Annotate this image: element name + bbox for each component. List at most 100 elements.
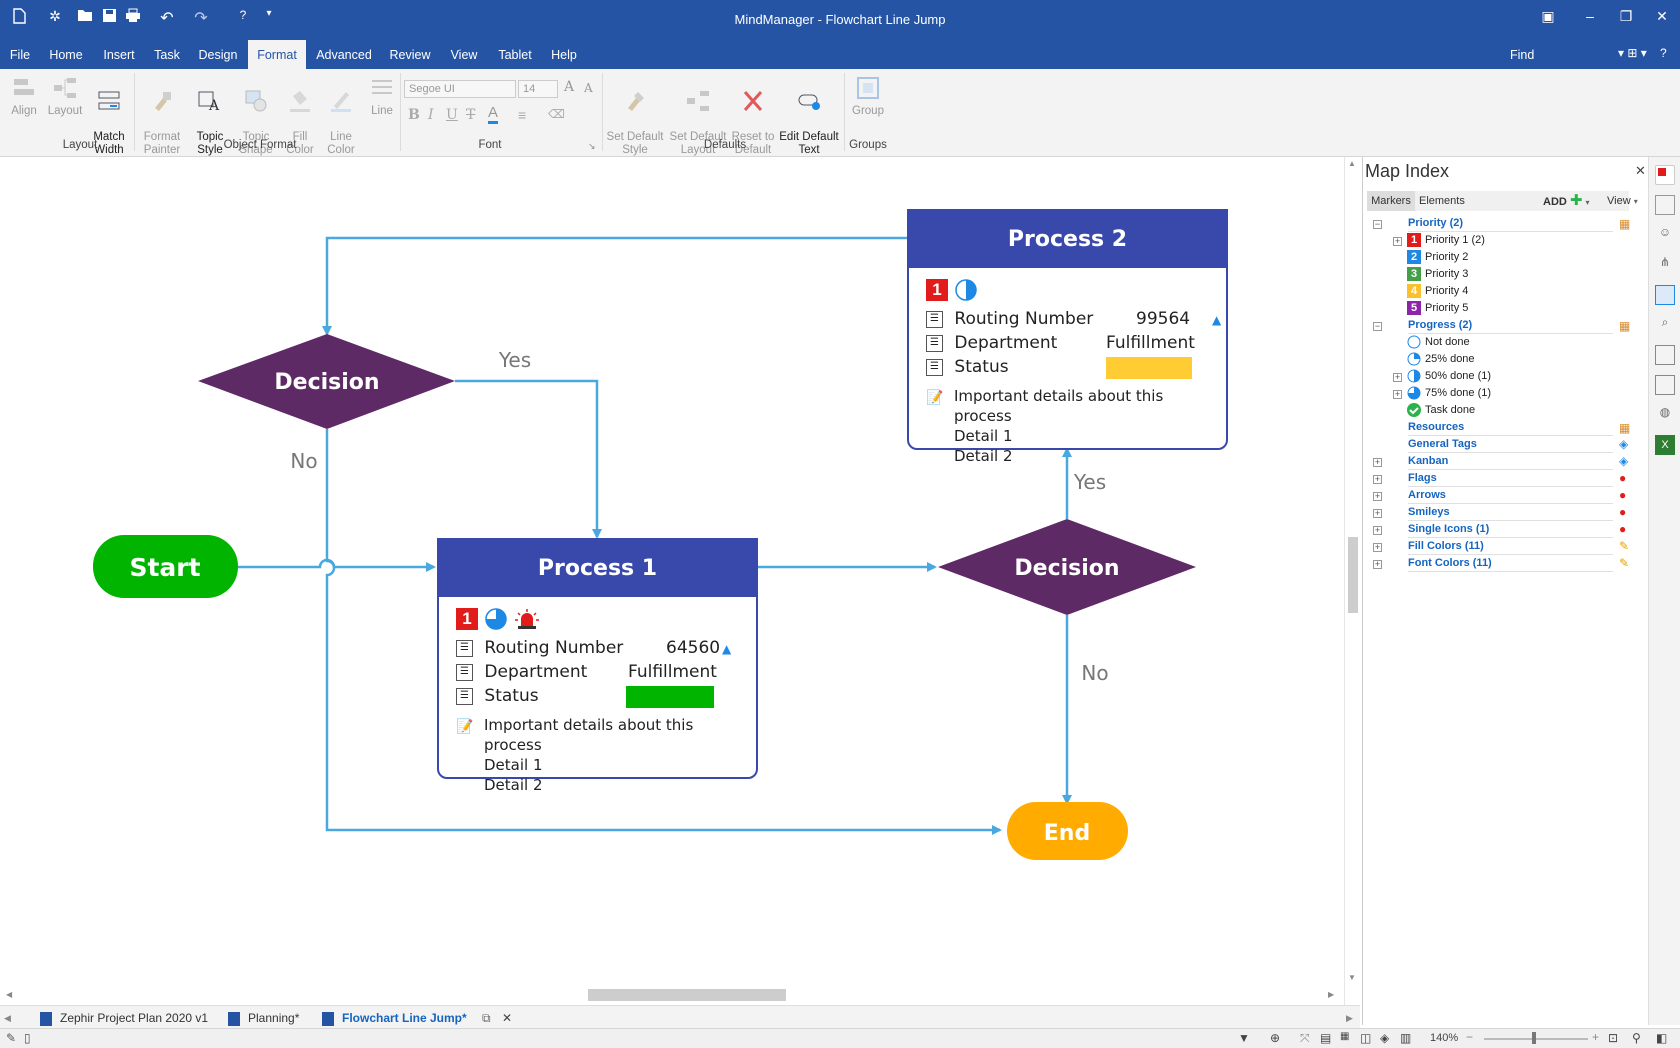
float-tab-icon[interactable]: ⧉ [482, 1011, 491, 1025]
line-button[interactable]: Line [364, 75, 400, 118]
scroll-right-icon[interactable]: ▶ [1328, 990, 1335, 999]
fit-icon[interactable]: ⤧ [1300, 1031, 1310, 1045]
calendar-view-icon[interactable]: ▦ [1340, 1031, 1350, 1042]
doc-tab-planning[interactable]: Planning* [228, 1009, 299, 1027]
tab-help[interactable]: Help [551, 48, 577, 62]
tab-markers[interactable]: Markers [1367, 191, 1415, 211]
smileys-group-header[interactable]: Smileys [1408, 504, 1613, 521]
pencil-icon[interactable]: ✎ [1619, 539, 1630, 553]
layout-switch-icon[interactable]: ▾ ⊞ ▾ [1618, 46, 1647, 60]
ribbon-display-icon[interactable]: ▣ [1541, 8, 1555, 24]
line-color-button[interactable]: Line Color [320, 75, 362, 157]
bold-icon[interactable]: B [408, 107, 420, 123]
tab-file[interactable]: File [9, 48, 31, 62]
tab-insert[interactable]: Insert [103, 48, 135, 62]
font-color-icon[interactable]: A [488, 105, 499, 124]
expand-priority-1-icon[interactable]: + [1393, 236, 1402, 246]
fit-map-icon[interactable]: ⊡ [1608, 1031, 1619, 1045]
tab-scroll-left-icon[interactable]: ◀ [4, 1013, 11, 1023]
marker-icon[interactable]: ● [1619, 488, 1627, 502]
tab-elements[interactable]: Elements [1419, 195, 1465, 207]
panel-toggle-icon[interactable]: ◧ [1656, 1031, 1668, 1045]
zoom-slider-thumb[interactable] [1532, 1032, 1536, 1044]
expand-font-colors-icon[interactable]: + [1373, 559, 1382, 569]
task-info-icon[interactable] [1655, 195, 1675, 215]
library-icon[interactable] [1655, 285, 1675, 305]
expand-single-icons-icon[interactable]: + [1373, 525, 1382, 535]
vertical-scroll-thumb[interactable] [1348, 537, 1358, 613]
tab-format[interactable]: Format [248, 40, 306, 69]
fill-colors-group-header[interactable]: Fill Colors (11) [1408, 538, 1613, 555]
help-icon[interactable]: ? [1660, 46, 1667, 60]
customize-icon[interactable]: ▾ [266, 8, 272, 19]
resources-icon[interactable]: ☺ [1658, 225, 1672, 239]
zoom-slider[interactable] [1484, 1038, 1588, 1040]
close-button[interactable]: ✕ [1656, 8, 1668, 24]
map-view-icon[interactable]: ◫ [1360, 1031, 1372, 1045]
progress-50-item[interactable]: 50% done (1) [1407, 368, 1491, 385]
progress-75-item[interactable]: 75% done (1) [1407, 385, 1491, 402]
view-button[interactable]: View ▾ [1607, 195, 1638, 207]
marker-icon[interactable]: ● [1619, 522, 1627, 536]
align-text-icon[interactable]: ≡ [518, 107, 527, 123]
expand-progress-50-icon[interactable]: + [1393, 372, 1402, 382]
shrink-font-icon[interactable]: A [584, 81, 593, 95]
progress-group-header[interactable]: Progress (2) [1408, 317, 1613, 334]
pen-mode-icon[interactable]: ✎ [6, 1031, 17, 1045]
redo-icon[interactable]: ↷ [194, 10, 208, 27]
progress-not-done-item[interactable]: Not done [1407, 334, 1470, 351]
kanban-group-header[interactable]: Kanban [1408, 453, 1613, 470]
expand-arrows-icon[interactable]: + [1373, 491, 1382, 501]
group-button[interactable]: Group [848, 75, 888, 118]
layout-button[interactable]: Layout [44, 75, 86, 118]
italic-icon[interactable]: I [428, 107, 434, 123]
doc-tab-flowchart[interactable]: Flowchart Line Jump* ⧉ ✕ [322, 1009, 512, 1027]
close-panel-icon[interactable]: ✕ [1635, 163, 1646, 178]
general-tags-group-header[interactable]: General Tags [1408, 436, 1613, 453]
help-icon[interactable]: ? [239, 8, 247, 22]
options-icon[interactable]: ✲ [49, 8, 61, 24]
scroll-up-icon[interactable]: ▲ [1348, 159, 1356, 168]
underline-icon[interactable]: U [446, 107, 458, 123]
minimize-button[interactable]: – [1586, 8, 1594, 24]
close-tab-icon[interactable]: ✕ [501, 1011, 513, 1025]
collapse-progress-icon[interactable]: − [1373, 321, 1382, 331]
tab-home[interactable]: Home [49, 48, 83, 62]
priority-group-header[interactable]: Priority (2) [1408, 215, 1613, 232]
magic-icon[interactable]: ⚲ [1632, 1031, 1641, 1045]
sort-up-icon[interactable]: ▲ [1212, 313, 1222, 327]
single-icons-group-header[interactable]: Single Icons (1) [1408, 521, 1613, 538]
find-box[interactable]: Find [1510, 48, 1535, 62]
tab-task[interactable]: Task [154, 48, 180, 62]
scroll-left-icon[interactable]: ◀ [6, 990, 13, 999]
undo-icon[interactable]: ↶ [160, 10, 174, 27]
open-icon[interactable] [74, 8, 96, 28]
focus-icon[interactable]: ⊕ [1270, 1031, 1281, 1045]
set-default-layout-button[interactable]: Set Default Layout [666, 75, 730, 157]
tab-tablet[interactable]: Tablet [498, 48, 532, 62]
reset-to-default-button[interactable]: Reset to Default [730, 75, 776, 157]
scroll-down-icon[interactable]: ▼ [1348, 973, 1356, 982]
topic-shape-button[interactable]: Topic Shape [234, 75, 278, 157]
gantt-view-icon[interactable]: ▥ [1400, 1031, 1412, 1045]
match-width-button[interactable]: Match Width [86, 75, 132, 157]
set-default-style-button[interactable]: Set Default Style [604, 75, 666, 157]
horizontal-scroll-thumb[interactable] [588, 989, 786, 1001]
marker-icon[interactable]: ● [1619, 471, 1627, 485]
notes-pane-icon[interactable] [1655, 345, 1675, 365]
font-size-select[interactable]: 14 [518, 80, 558, 98]
font-dialog-launcher-icon[interactable]: ↘ [588, 141, 596, 151]
save-icon[interactable] [98, 8, 120, 28]
excel-icon[interactable]: X [1655, 435, 1675, 455]
clear-format-icon[interactable]: ⌫ [548, 107, 565, 121]
tag-view-icon[interactable]: ◈ [1380, 1031, 1390, 1045]
marker-icon[interactable]: ● [1619, 505, 1627, 519]
topic-style-button[interactable]: A Topic Style [188, 75, 232, 157]
arrows-group-header[interactable]: Arrows [1408, 487, 1613, 504]
collapse-priority-icon[interactable]: − [1373, 219, 1382, 229]
process2-topic[interactable]: Process 2 1 ☰ Routing Number 99564 ▲ ☰ D… [907, 209, 1228, 465]
new-icon[interactable] [8, 8, 30, 28]
